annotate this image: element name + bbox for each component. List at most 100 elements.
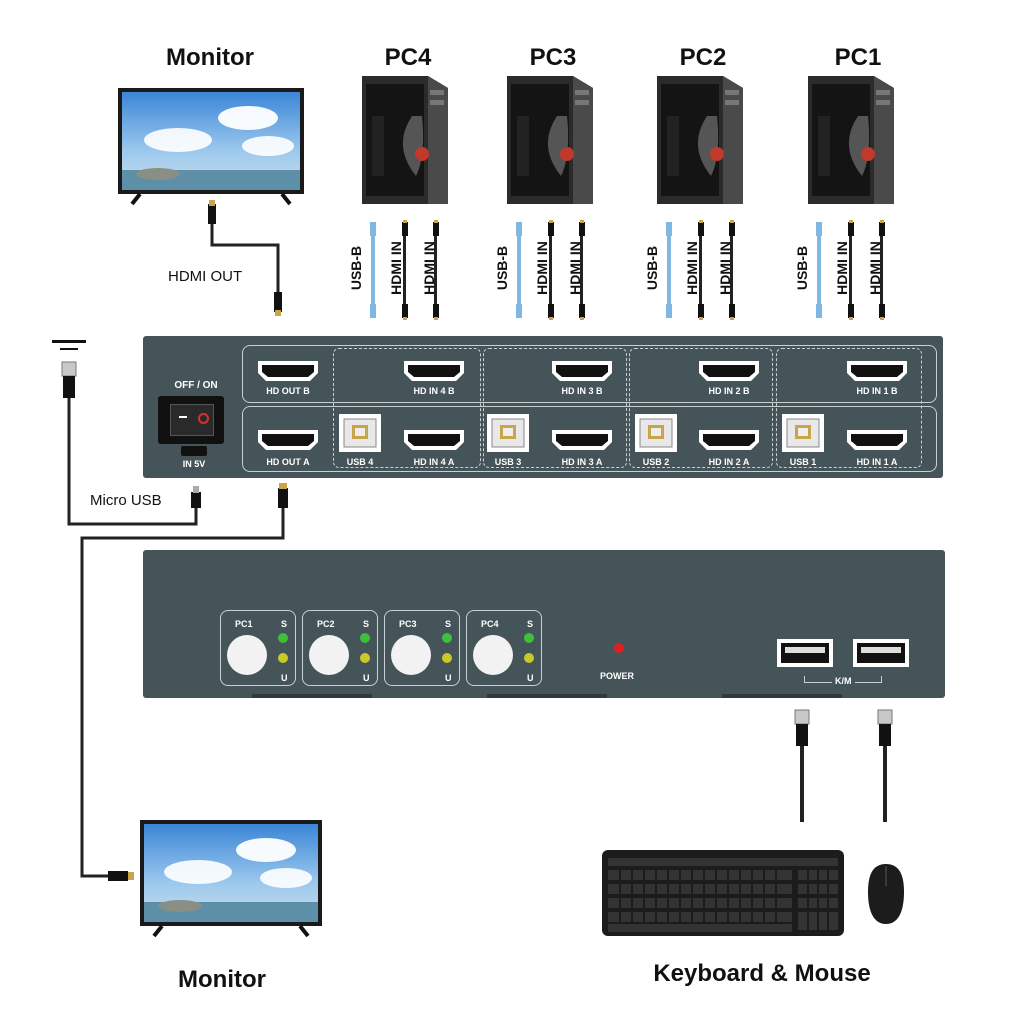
- pc3-hdmi-in-label-1: HDMI IN: [534, 241, 550, 295]
- pc2-cable-set: [666, 220, 735, 320]
- hd-in-2-a-label: HD IN 2 A: [708, 457, 750, 467]
- pc1-usb-b-label: USB-B: [794, 245, 810, 291]
- usb-plug-icon: [61, 361, 77, 398]
- rear-bottom-row: [242, 406, 937, 472]
- pc3-button-label: PC3: [399, 619, 417, 629]
- hd-in-3-a-label: HD IN 3 A: [561, 457, 603, 467]
- usb-b-port-2: [635, 414, 677, 452]
- rear-top-row: [242, 345, 937, 403]
- pc2-usb-b-label: USB-B: [644, 245, 660, 291]
- hdmi-out-label: HDMI OUT: [168, 268, 243, 285]
- pc4-u-label: U: [527, 673, 534, 683]
- pc3-tower-icon: [507, 76, 593, 204]
- micro-usb-label: Micro USB: [90, 492, 162, 509]
- pc3-button-group: PC3 S U: [384, 610, 460, 686]
- hd-in-4-b-label: HD IN 4 B: [413, 386, 455, 396]
- pc4-s-led-icon: [524, 633, 534, 643]
- pc4-tower-icon: [362, 76, 448, 204]
- keyboard-mouse-label: Keyboard & Mouse: [653, 960, 871, 987]
- group-pc3: [483, 348, 627, 468]
- left-cables: [52, 340, 288, 881]
- pc3-s-led-icon: [442, 633, 452, 643]
- pc3-u-led-icon: [442, 653, 452, 663]
- pc2-u-label: U: [363, 673, 370, 683]
- mouse-icon: [868, 864, 904, 924]
- power-led-icon: [614, 643, 624, 653]
- pc4-usb-b-label: USB-B: [348, 245, 364, 291]
- hd-in-2-a-port: [699, 430, 759, 450]
- pc3-usb-b-label: USB-B: [494, 245, 510, 291]
- pc2-label: PC2: [679, 44, 727, 71]
- front-foot-2: [487, 694, 607, 698]
- pc3-label: PC3: [529, 44, 577, 71]
- km-usb-a-port-2: [853, 639, 909, 667]
- hd-in-3-a-port: [552, 430, 612, 450]
- hdmi-out-cable: [208, 200, 282, 316]
- km-cables: [794, 709, 893, 822]
- monitor-top-label: Monitor: [166, 44, 254, 71]
- rear-panel: [143, 336, 943, 478]
- hd-in-1-b-label: HD IN 1 B: [856, 386, 898, 396]
- pc1-u-label: U: [281, 673, 288, 683]
- pc2-tower-icon: [657, 76, 743, 204]
- pc2-button-label: PC2: [317, 619, 335, 629]
- pc3-hdmi-in-label-2: HDMI IN: [567, 241, 583, 295]
- pc1-cable-set: [816, 220, 885, 320]
- pc1-button[interactable]: [227, 635, 267, 675]
- pc1-button-group: PC1 S U: [220, 610, 296, 686]
- in-5v-label: IN 5V: [182, 459, 206, 469]
- km-label: K/M: [832, 676, 855, 686]
- pc1-s-led-icon: [278, 633, 288, 643]
- hd-in-3-b-label: HD IN 3 B: [561, 386, 603, 396]
- micro-usb-plug-icon: [191, 492, 201, 508]
- monitor-bottom-label: Monitor: [178, 966, 266, 993]
- pc1-u-led-icon: [278, 653, 288, 663]
- pc1-hdmi-in-label-2: HDMI IN: [867, 241, 883, 295]
- usb-b-port-3: [487, 414, 529, 452]
- hd-in-2-b-label: HD IN 2 B: [708, 386, 750, 396]
- pc4-u-led-icon: [524, 653, 534, 663]
- usb-b-port-4: [339, 414, 381, 452]
- pc2-button[interactable]: [309, 635, 349, 675]
- hd-in-3-b-port: [552, 361, 612, 381]
- km-usb-a-port-1: [777, 639, 833, 667]
- hd-in-4-a-port: [404, 430, 464, 450]
- power-switch[interactable]: [158, 396, 224, 444]
- usb-1-label: USB 1: [789, 457, 817, 467]
- front-panel: [143, 550, 945, 698]
- pc2-u-led-icon: [360, 653, 370, 663]
- pc2-s-label: S: [363, 619, 370, 629]
- hd-in-1-b-port: [847, 361, 907, 381]
- power-label: POWER: [600, 671, 635, 681]
- pc4-button-group: PC4 S U: [466, 610, 542, 686]
- ground-icon: [52, 340, 86, 350]
- usb-b-port-1: [782, 414, 824, 452]
- group-pc2: [629, 348, 773, 468]
- pc2-button-group: PC2 S U: [302, 610, 378, 686]
- hd-in-4-a-label: HD IN 4 A: [413, 457, 455, 467]
- monitor-bottom-icon: [140, 820, 322, 938]
- usb-2-label: USB 2: [642, 457, 670, 467]
- pc4-button[interactable]: [473, 635, 513, 675]
- pc1-s-label: S: [281, 619, 288, 629]
- pc4-button-label: PC4: [481, 619, 499, 629]
- pc1-button-label: PC1: [235, 619, 253, 629]
- pc3-button[interactable]: [391, 635, 431, 675]
- group-pc4: [333, 348, 481, 468]
- hd-out-a-port: [258, 430, 318, 450]
- group-pc1: [776, 348, 922, 468]
- usb-4-label: USB 4: [346, 457, 374, 467]
- switch-label: OFF / ON: [174, 380, 218, 391]
- pc1-tower-icon: [808, 76, 894, 204]
- micro-usb-port-icon: [181, 446, 207, 456]
- hd-out-b-label: HD OUT B: [266, 386, 310, 396]
- pc2-hdmi-in-label-2: HDMI IN: [717, 241, 733, 295]
- pc4-hdmi-in-label-1: HDMI IN: [388, 241, 404, 295]
- pc4-cable-set: [370, 220, 439, 320]
- pc1-hdmi-in-label-1: HDMI IN: [834, 241, 850, 295]
- hd-in-4-b-port: [404, 361, 464, 381]
- pc4-hdmi-in-label-2: HDMI IN: [421, 241, 437, 295]
- hd-in-2-b-port: [699, 361, 759, 381]
- keyboard-icon: [602, 850, 844, 936]
- front-foot-1: [252, 694, 372, 698]
